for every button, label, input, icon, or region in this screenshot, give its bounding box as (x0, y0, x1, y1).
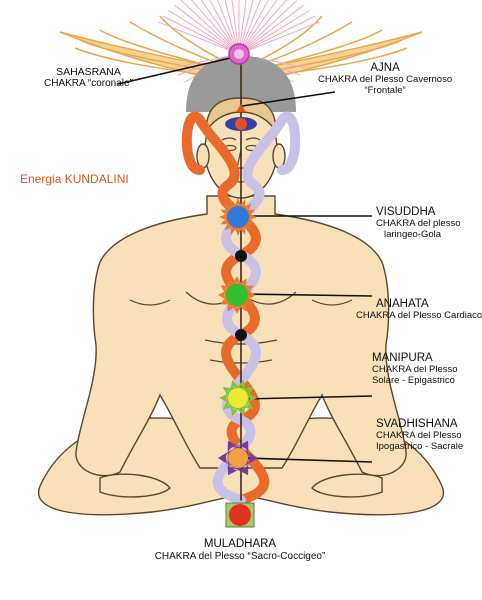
chakra-manipura (219, 379, 257, 417)
ajna-subtitle-2: “Frontale” (364, 85, 406, 97)
label-connectors (117, 55, 373, 463)
svadhishana-subtitle-2: Ipogastrico - Sacrale (376, 441, 464, 453)
svadhishana-title: SVADHISHANA (376, 418, 458, 430)
muladhara-subtitle: CHAKRA del Plesso “Sacro-Coccigeo” (154, 551, 326, 563)
ida-nadi (212, 111, 301, 505)
pingala-nadi (181, 111, 270, 505)
chakra-ajna (225, 104, 257, 131)
label-kundalini: Energia KUNDALINI (20, 172, 129, 186)
visuddha-subtitle-2: laringeo-Gola (384, 229, 442, 241)
chakra-svadhishana (218, 440, 258, 476)
chakra-sahasrana (228, 43, 250, 65)
visuddha-subtitle: CHAKRA del plesso (376, 218, 461, 230)
ajna-title: AJNA (370, 62, 400, 74)
label-anahata: ANAHATA CHAKRA del Plesso Cardiaco (356, 298, 482, 322)
label-ajna: AJNA CHAKRA del Plesso Cavernoso “Fronta… (318, 62, 452, 97)
label-manipura: MANIPURA CHAKRA del Plesso Solare - Epig… (372, 352, 458, 387)
right-foot (311, 473, 383, 498)
sahasrana-subtitle: CHAKRA “coronale” (44, 78, 133, 90)
left-foot (99, 473, 171, 498)
label-sahasrana: SAHASRANA CHAKRA “coronale” (44, 66, 133, 90)
svadhishana-subtitle: CHAKRA del Plesso (376, 430, 462, 442)
label-svadhishana: SVADHISHANA CHAKRA del Plesso Ipogastric… (376, 418, 463, 453)
manipura-title: MANIPURA (372, 352, 433, 364)
sahasrana-title: SAHASRANA (56, 66, 121, 78)
anahata-title: ANAHATA (376, 298, 429, 310)
label-muladhara: MULADHARA CHAKRA del Plesso “Sacro-Cocci… (130, 538, 350, 563)
ajna-subtitle: CHAKRA del Plesso Cavernoso (318, 74, 453, 86)
label-visuddha: VISUDDHA CHAKRA del plesso laringeo-Gola (376, 206, 460, 241)
wings (59, 15, 423, 83)
visuddha-title: VISUDDHA (376, 206, 436, 218)
manipura-subtitle: CHAKRA del Plesso (372, 364, 458, 376)
chakra-visuddha (219, 198, 257, 236)
chakra-anahata (218, 276, 256, 314)
anahata-subtitle: CHAKRA del Plesso Cardiaco (356, 310, 482, 322)
chakra-muladhara (225, 502, 255, 528)
knot-dot (235, 250, 247, 262)
manipura-subtitle-2: Solare - Epigastrico (372, 375, 455, 387)
knot-dot (235, 329, 247, 341)
muladhara-title: MULADHARA (203, 538, 277, 550)
